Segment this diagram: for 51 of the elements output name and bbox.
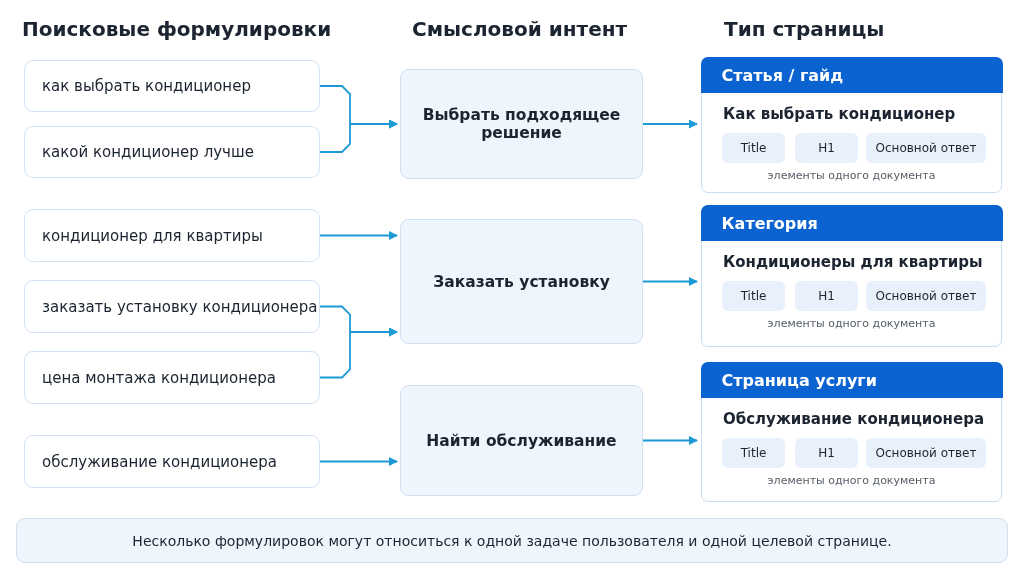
arrow	[319, 457, 398, 466]
label-text: заказать установку кондиционера	[42, 297, 318, 316]
card-header: Страница услуги	[700, 361, 1003, 398]
label-text: H1	[818, 141, 835, 155]
intent-box	[400, 219, 643, 344]
note-box	[16, 518, 1008, 563]
arrow	[319, 119, 398, 153]
card-note: элементы одного документа	[766, 169, 937, 182]
page-title: Кондиционеры для квартиры	[723, 253, 983, 271]
card-header: Категория	[700, 204, 1003, 241]
query-box	[24, 351, 320, 404]
label-text: Title	[740, 289, 767, 303]
page-title: Обслуживание кондиционера	[723, 410, 984, 428]
arrow	[642, 119, 698, 129]
label-text: Основной ответ	[875, 141, 977, 155]
label-text: Заказать установку	[433, 272, 610, 291]
arrow	[319, 327, 398, 379]
label-text: H1	[818, 289, 835, 303]
label-text: как выбрать кондиционер	[42, 77, 251, 95]
label-text: обслуживание кондиционера	[42, 452, 278, 471]
label-text: какой кондиционер лучше	[42, 143, 254, 161]
page-type-card	[701, 57, 1002, 193]
column-heading: Смысловой интент	[412, 17, 628, 41]
label-text: H1	[818, 446, 835, 460]
query-box	[24, 209, 320, 262]
label-text: кондиционер для квартиры	[42, 226, 263, 245]
card-note: элементы одного документа	[766, 474, 937, 487]
label-text: Найти обслуживание	[426, 431, 617, 450]
arrow	[642, 277, 698, 286]
label-text: цена монтажа кондиционера	[42, 368, 276, 387]
label-text: Основной ответ	[875, 289, 977, 303]
column-heading: Тип страницы	[724, 17, 885, 41]
intent-box	[400, 69, 643, 179]
query-box	[24, 126, 320, 178]
card-header: Статья / гайд	[700, 56, 1003, 93]
arrow	[319, 231, 398, 240]
intent-box	[400, 385, 643, 496]
label-text: Несколько формулировок могут относиться к одной задаче пользователя и одной целевой странице.	[132, 532, 892, 549]
page-title: Как выбрать кондиционер	[723, 105, 956, 123]
label-text: Title	[740, 446, 767, 460]
page-type-card	[701, 362, 1002, 502]
label-text: Основной ответ	[875, 446, 977, 460]
query-box	[24, 280, 320, 333]
label-text: Выбрать подходящее решение	[421, 106, 622, 142]
arrow	[642, 436, 698, 445]
label-text: Title	[740, 141, 767, 155]
query-box	[24, 60, 320, 112]
card-note: элементы одного документа	[766, 317, 937, 330]
query-box	[24, 435, 320, 488]
page-type-card	[701, 205, 1002, 347]
column-heading: Поисковые формулировки	[22, 17, 332, 41]
